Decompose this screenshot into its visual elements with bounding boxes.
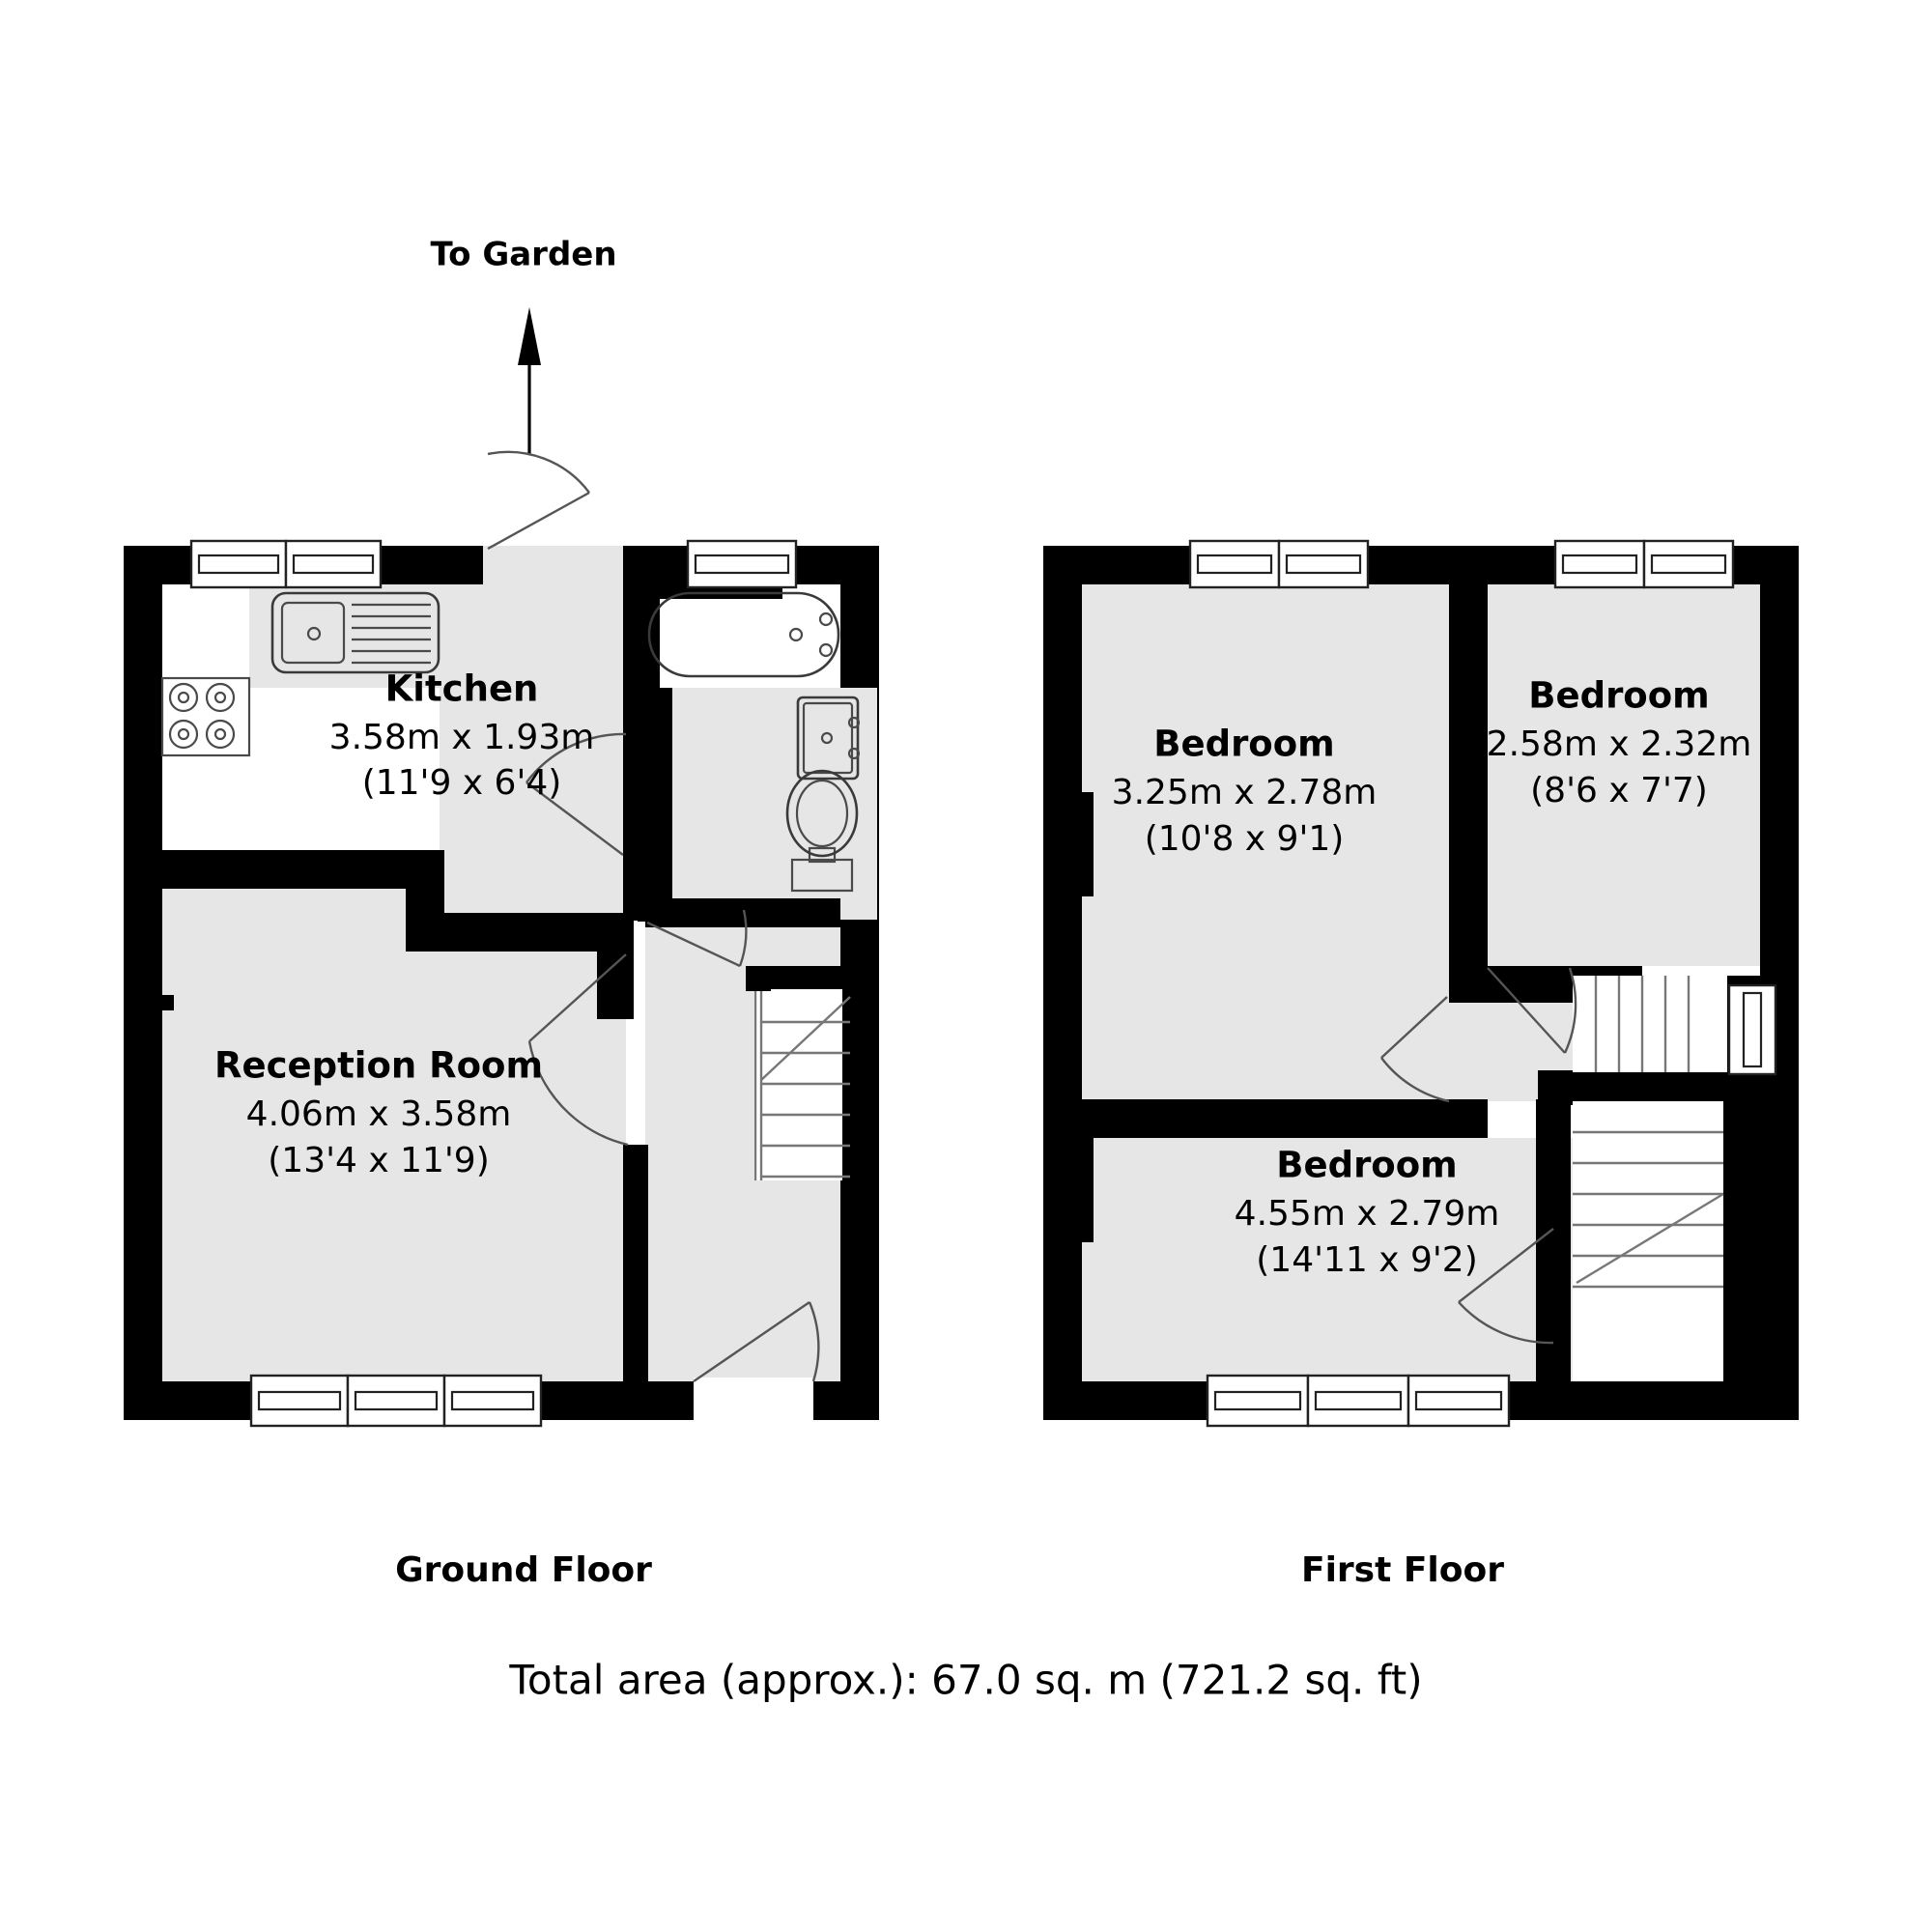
to-garden-arrow-head (518, 307, 541, 365)
bedroom3-chimney-breast (1043, 1138, 1094, 1242)
kitchen-dim-metric: 3.58m x 1.93m (329, 718, 595, 757)
bedroom-3-dim-metric: 4.55m x 2.79m (1235, 1194, 1500, 1234)
reception-hall-lower-wall (623, 1145, 648, 1381)
landing-stair-left-wall (1536, 1099, 1571, 1381)
bedroom-2-door-swing (1487, 967, 1577, 1054)
bathtub-icon (647, 591, 840, 678)
first-floor-caption: First Floor (1301, 1550, 1504, 1590)
bedroom-1-name: Bedroom (1153, 724, 1334, 765)
toilet-icon (785, 769, 859, 893)
bathroom-tub-area (645, 584, 840, 688)
bedroom-1-window (1188, 539, 1370, 589)
to-garden-label: To Garden (430, 236, 616, 274)
bedroom-1-label-group: Bedroom 3.25m x 2.78m (10'8 x 9'1) (1112, 724, 1378, 860)
kitchen-reception-step-wall (406, 850, 628, 952)
reception-front-window (249, 1374, 543, 1428)
kitchen-floor-area (249, 584, 623, 869)
bedroom-1-door-swing (1380, 996, 1450, 1103)
bedroom-3-floor-area (1082, 1138, 1553, 1381)
first-floor-plan: First Floor Bedroom 3.25m x 2.78m (10'8 … (1043, 539, 1799, 1590)
kitchen-door-swing (526, 732, 627, 856)
kitchen-name: Kitchen (385, 668, 539, 710)
kitchen-window (189, 539, 383, 589)
wc-door-swing (646, 909, 748, 968)
total-area-label: Total area (approx.): 67.0 sq. m (721.2 … (508, 1657, 1422, 1704)
bedroom-2-window (1553, 539, 1735, 589)
bedroom-3-dim-imperial: (14'11 x 9'2) (1256, 1240, 1478, 1280)
kitchen-dim-imperial: (11'9 x 6'4) (362, 763, 562, 803)
front-door (693, 1301, 820, 1424)
wc-bottom-wall (645, 898, 840, 927)
bedroom-2-dim-metric: 2.58m x 2.32m (1487, 724, 1752, 764)
reception-room-dim-imperial: (13'4 x 11'9) (268, 1141, 490, 1180)
bedroom2-bottom-stub (1449, 966, 1505, 1003)
reception-door-swing (527, 953, 629, 1147)
bedroom-1-dim-imperial: (10'8 x 9'1) (1145, 819, 1345, 859)
washbasin-icon (796, 696, 861, 781)
ground-floor-plan: Ground Floor Kitchen 3.58m x 1.93m (11'9… (124, 450, 879, 1590)
bedroom-2-floor-area (1488, 584, 1760, 966)
garden-door (487, 450, 590, 551)
kitchen-label-group: Kitchen 3.58m x 1.93m (11'9 x 6'4) (329, 668, 595, 804)
kitchen-hall-opening (483, 546, 623, 584)
reception-room-floor-area (162, 869, 626, 1381)
wc-left-wall (638, 688, 672, 922)
to-garden-annotation: To Garden (430, 236, 617, 454)
bedroom1-chimney-breast (1043, 792, 1094, 896)
bedroom-3-label-group: Bedroom 4.55m x 2.79m (14'11 x 9'2) (1235, 1145, 1500, 1281)
hob-icon (160, 676, 251, 757)
reception-room-name: Reception Room (214, 1045, 543, 1087)
ground-floor-caption: Ground Floor (395, 1550, 652, 1590)
bedroom-2-label-group: Bedroom 2.58m x 2.32m (8'6 x 7'7) (1487, 675, 1752, 811)
reception-left-notch (124, 995, 174, 1010)
wc-floor-area (645, 688, 877, 920)
sink-icon (270, 591, 440, 674)
bedroom-1-floor-area (1082, 584, 1488, 1099)
bathroom-window (686, 539, 798, 589)
bedroom1-bedroom2-divider-wall (1449, 584, 1488, 995)
reception-hall-stub-wall (597, 913, 634, 1019)
bedroom-1-dim-metric: 3.25m x 2.78m (1112, 773, 1378, 812)
bedroom-3-door-swing (1458, 1228, 1554, 1345)
kitchen-reception-divider-wall (162, 850, 425, 889)
reception-room-dim-metric: 4.06m x 3.58m (246, 1094, 512, 1134)
bedroom-2-dim-imperial: (8'6 x 7'7) (1530, 771, 1708, 810)
reception-room-label-group: Reception Room 4.06m x 3.58m (13'4 x 11'… (214, 1045, 543, 1181)
bedroom-3-window (1206, 1374, 1511, 1428)
bedroom-2-name: Bedroom (1528, 675, 1709, 717)
landing-side-window (1727, 983, 1777, 1076)
bedroom-3-name: Bedroom (1276, 1145, 1457, 1186)
staircase-icon-first (1573, 976, 1727, 1381)
landing-stair-top-wall (1538, 1070, 1731, 1105)
staircase-icon-ground (746, 966, 851, 1180)
bedroom1-bottom-wall (1082, 1099, 1488, 1138)
